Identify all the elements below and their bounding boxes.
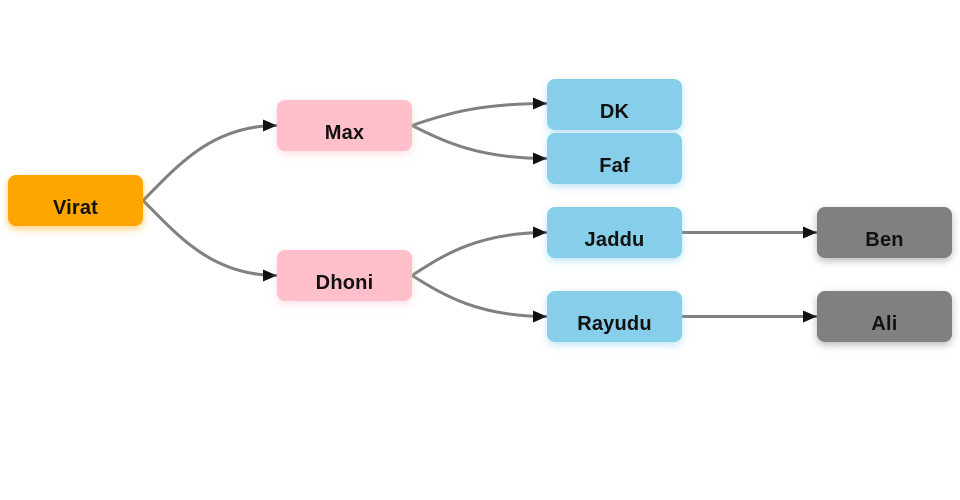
node-dk: DK [547,79,682,130]
node-dhoni-label: Dhoni [315,271,374,294]
node-ben-label: Ben [865,228,904,251]
node-ben: Ben [817,207,952,258]
node-max: Max [277,100,412,151]
node-jaddu: Jaddu [547,207,682,258]
node-ali: Ali [817,291,952,342]
edge-virat-dhoni [141,199,278,282]
edge-max-dk [411,97,548,127]
node-dhoni: Dhoni [277,250,412,301]
edge-virat-max [141,119,278,202]
node-faf-label: Faf [599,154,630,177]
edge-dhoni-rayudu [411,274,548,323]
node-rayudu: Rayudu [547,291,682,342]
edge-dhoni-jaddu [411,226,548,277]
node-virat: Virat [8,175,143,226]
node-dk-label: DK [599,100,630,123]
node-rayudu-label: Rayudu [577,312,652,335]
node-ali-label: Ali [871,312,898,335]
node-jaddu-label: Jaddu [584,228,645,251]
edge-max-faf [411,124,548,165]
node-faf: Faf [547,133,682,184]
node-max-label: Max [324,121,365,144]
node-virat-label: Virat [52,196,99,219]
